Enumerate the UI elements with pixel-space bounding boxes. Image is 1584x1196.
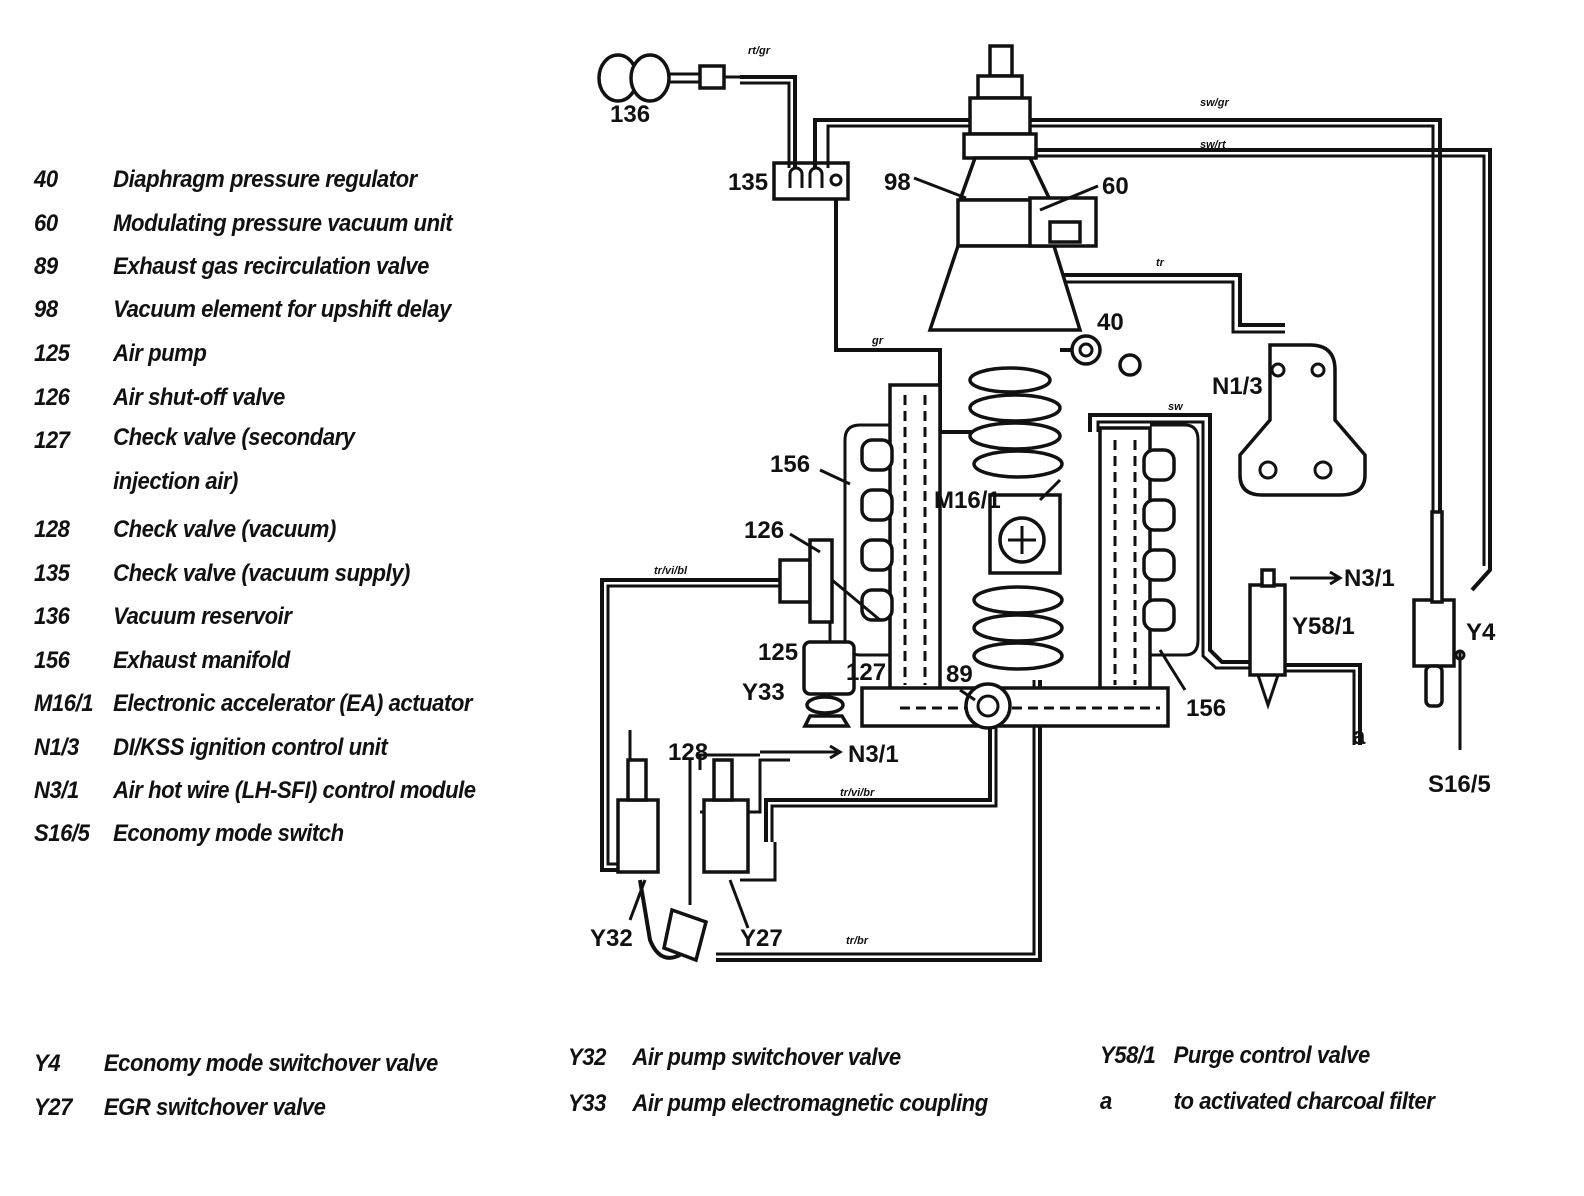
legend-code: 125 bbox=[34, 340, 70, 367]
leader-line bbox=[959, 688, 976, 702]
legend-desc: Check valve (vacuum supply) bbox=[113, 560, 410, 587]
legend-code: Y32 bbox=[568, 1044, 606, 1071]
label-40: 40 bbox=[1097, 309, 1124, 336]
label-m161: M16/1 bbox=[934, 487, 1001, 514]
legend-desc: Purge control valve bbox=[1173, 1042, 1371, 1069]
legend-code: 156 bbox=[34, 647, 70, 674]
label-y581: Y58/1 bbox=[1292, 613, 1355, 640]
wire-label: rt/gr bbox=[748, 45, 771, 57]
legend-desc: Economy mode switch bbox=[113, 820, 344, 847]
label-126: 126 bbox=[744, 517, 784, 544]
label-y33: Y33 bbox=[742, 679, 785, 706]
legend-code: 135 bbox=[34, 560, 70, 587]
leader-line bbox=[628, 879, 647, 921]
label-60: 60 bbox=[1102, 173, 1129, 200]
legend-code: 126 bbox=[34, 384, 70, 411]
air-pump-125 bbox=[802, 622, 856, 728]
leader-line bbox=[728, 879, 750, 929]
legend-code: S16/5 bbox=[34, 820, 90, 847]
legend-code: 98 bbox=[34, 296, 58, 323]
legend-code: M16/1 bbox=[34, 690, 94, 717]
legend-desc: Modulating pressure vacuum unit bbox=[113, 210, 453, 237]
economy-valve-y4 bbox=[1412, 510, 1466, 750]
legend-code: a bbox=[1100, 1088, 1112, 1115]
leader-line bbox=[789, 532, 821, 554]
label-s165: S16/5 bbox=[1428, 771, 1491, 798]
legend-desc: Air pump electromagnetic coupling bbox=[632, 1090, 988, 1117]
vacuum-lines bbox=[600, 75, 1492, 962]
wire-label: tr/br bbox=[846, 935, 869, 947]
legend-desc: Vacuum reservoir bbox=[113, 603, 292, 630]
wire-label: sw bbox=[1168, 401, 1184, 413]
legend-desc: Exhaust manifold bbox=[113, 647, 290, 674]
ignition-control-unit-n13 bbox=[1238, 343, 1367, 497]
legend-code: 40 bbox=[34, 166, 58, 193]
legend-desc: to activated charcoal filter bbox=[1173, 1088, 1435, 1115]
leader-line bbox=[913, 176, 967, 200]
legend-desc: Electronic accelerator (EA) actuator bbox=[113, 690, 473, 717]
wire-label: sw/gr bbox=[1200, 97, 1229, 109]
purge-control-valve-y581 bbox=[1248, 568, 1287, 710]
label-135: 135 bbox=[728, 169, 768, 196]
wire-label: gr bbox=[871, 335, 884, 347]
legend-code: Y33 bbox=[568, 1090, 606, 1117]
label-98: 98 bbox=[884, 169, 911, 196]
legend-desc: EGR switchover valve bbox=[103, 1094, 326, 1121]
label-n31: N3/1 bbox=[1344, 565, 1395, 592]
legend-code: 89 bbox=[34, 253, 58, 280]
label-156: 156 bbox=[770, 451, 810, 478]
legend-code: N3/1 bbox=[34, 777, 79, 804]
legend-desc: Air shut-off valve bbox=[113, 384, 285, 411]
legend-code: 60 bbox=[34, 210, 58, 237]
label-127: 127 bbox=[846, 659, 886, 686]
legend-desc: Diaphragm pressure regulator bbox=[113, 166, 417, 193]
label-y32: Y32 bbox=[590, 925, 633, 952]
pressure-regulator-40 bbox=[1060, 334, 1142, 377]
label-156: 156 bbox=[1186, 695, 1226, 722]
label-n13: N1/3 bbox=[1212, 373, 1263, 400]
legend-code: Y4 bbox=[34, 1050, 61, 1077]
legend-desc: Vacuum element for upshift delay bbox=[113, 296, 451, 323]
label-89: 89 bbox=[946, 661, 973, 688]
leader-line bbox=[1039, 184, 1099, 212]
legend-code: Y27 bbox=[34, 1094, 72, 1121]
leader-line bbox=[819, 468, 851, 486]
legend-desc: Air pump switchover valve bbox=[632, 1044, 901, 1071]
legend-code: N1/3 bbox=[34, 734, 79, 761]
legend-code: 127 bbox=[34, 427, 70, 454]
label-y27: Y27 bbox=[740, 925, 783, 952]
engine-block bbox=[843, 366, 1200, 728]
air-shutoff-valve-126 bbox=[778, 538, 881, 624]
switchover-valves bbox=[616, 758, 750, 963]
arrow-to-n31 bbox=[760, 744, 843, 760]
label-128: 128 bbox=[668, 739, 708, 766]
label-136: 136 bbox=[610, 101, 650, 128]
wire-label: tr/vi/br bbox=[840, 787, 875, 799]
transmission-housing bbox=[927, 44, 1098, 332]
legend-desc: Economy mode switchover valve bbox=[103, 1050, 438, 1077]
legend-desc: Check valve (secondary injection air) bbox=[113, 424, 355, 495]
legend-code: 128 bbox=[34, 516, 70, 543]
label-125: 125 bbox=[758, 639, 798, 666]
legend-desc: Air pump bbox=[113, 340, 207, 367]
label-n31: N3/1 bbox=[848, 741, 899, 768]
legend-code: Y58/1 bbox=[1100, 1042, 1156, 1069]
egr-valve-89 bbox=[964, 682, 1012, 730]
vacuum-reservoir-136 bbox=[597, 53, 740, 103]
legend-code: 136 bbox=[34, 603, 70, 630]
legend-desc: Exhaust gas recirculation valve bbox=[113, 253, 429, 280]
label-y4: Y4 bbox=[1466, 619, 1496, 646]
wire-label: tr/vi/bl bbox=[654, 565, 688, 577]
check-valve-135 bbox=[772, 161, 850, 201]
wire-label: tr bbox=[1156, 257, 1165, 269]
legend-desc: DI/KSS ignition control unit bbox=[113, 734, 388, 761]
legend-desc: Check valve (vacuum) bbox=[113, 516, 336, 543]
leader-line bbox=[1158, 649, 1187, 691]
arrow-to-n31 bbox=[1290, 570, 1343, 586]
wire-label: sw/rt bbox=[1200, 139, 1227, 151]
label-a: a bbox=[1352, 723, 1366, 750]
legend-desc: Air hot wire (LH-SFI) control module bbox=[113, 777, 476, 804]
